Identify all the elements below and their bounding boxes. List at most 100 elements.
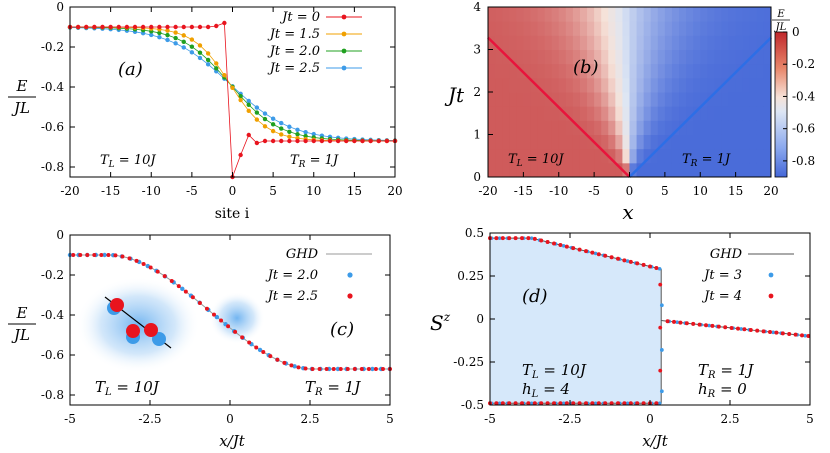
heatmap-cell <box>594 35 602 50</box>
heatmap-cell <box>650 120 659 135</box>
heatmap-cell <box>544 120 553 135</box>
data-point-jt4 <box>539 238 544 243</box>
heatmap-cell <box>558 106 567 121</box>
heatmap-cell <box>749 35 758 50</box>
data-point-jt3 <box>561 401 566 406</box>
data-point-jt25 <box>155 269 160 274</box>
heatmap-cell <box>700 7 708 22</box>
heatmap-cell <box>572 63 581 79</box>
heatmap-cell <box>608 134 616 150</box>
data-point <box>108 24 113 30</box>
x-tick-label: 0 <box>229 184 237 198</box>
data-point-jt25 <box>338 367 343 371</box>
x-tick-label: 5 <box>269 184 277 198</box>
heatmap-cell <box>735 63 744 79</box>
heatmap-cell <box>544 49 553 65</box>
heatmap-cell <box>594 148 602 164</box>
heatmap-cell <box>742 106 751 121</box>
heatmap-cell <box>622 106 630 121</box>
data-point <box>287 138 292 144</box>
data-point-jt4 <box>603 253 608 258</box>
data-point-jt4 <box>513 236 518 241</box>
heatmap-cell <box>714 134 722 150</box>
data-point-jump <box>659 348 664 352</box>
panel-b-annot-left: TL = 10J <box>508 152 564 169</box>
y-tick-label: 0 <box>56 0 64 14</box>
panel-d-annot-right-2: hR = 0 <box>698 380 747 400</box>
heatmap-cell <box>763 49 772 65</box>
heatmap-cell <box>495 92 503 107</box>
data-point <box>254 117 260 122</box>
heatmap-cell <box>551 35 560 50</box>
data-point <box>352 138 357 144</box>
data-point <box>254 140 260 146</box>
data-point <box>344 138 349 144</box>
heatmap-cell <box>537 92 546 107</box>
heatmap-cell <box>742 63 751 79</box>
heatmap-cell <box>700 120 708 135</box>
heatmap-cell <box>495 77 503 93</box>
data-point <box>279 120 284 126</box>
x-tick-label: -10 <box>142 184 161 198</box>
data-point-jt4 <box>494 401 499 406</box>
heatmap-cell <box>707 120 715 135</box>
heatmap-cell <box>565 134 574 150</box>
data-point <box>149 24 154 30</box>
data-point-jt25 <box>148 265 153 270</box>
data-point-jt25 <box>120 254 125 259</box>
data-point-jt25 <box>226 324 231 329</box>
heatmap-cell <box>579 134 588 150</box>
heatmap-cell <box>608 49 616 65</box>
heatmap-cell <box>629 120 638 135</box>
heatmap-cell <box>622 7 630 22</box>
x-tick-label: -5 <box>588 184 600 198</box>
heatmap-cell <box>509 35 517 50</box>
heatmap-cell <box>516 21 524 36</box>
heatmap-cell <box>721 162 730 178</box>
data-point-jump <box>658 325 663 330</box>
panel-b-ylabel: Jt <box>444 83 465 107</box>
heatmap-cell <box>728 49 737 65</box>
x-tick-label: -15 <box>514 184 533 198</box>
heatmap-cell <box>735 134 744 150</box>
heatmap-cell <box>643 77 652 93</box>
heatmap-cell <box>700 134 708 150</box>
panel-b-label: (b) <box>573 57 599 78</box>
data-point-jt3 <box>657 401 662 406</box>
data-point-jt25 <box>282 360 287 365</box>
heatmap-cell <box>615 63 623 79</box>
panel-d-xlabel: x/Jt <box>642 432 669 450</box>
heatmap-cell <box>601 35 609 50</box>
heatmap-cell <box>572 92 581 107</box>
heatmap-cell <box>657 106 666 121</box>
data-point-jt4 <box>571 246 576 251</box>
data-point-jt4 <box>596 401 601 406</box>
heatmap-cell <box>594 7 602 22</box>
data-point-jt4 <box>558 401 563 406</box>
heatmap-cell <box>579 7 588 22</box>
heatmap-cell <box>594 77 602 93</box>
heatmap-cell <box>579 106 588 121</box>
data-point-jt4 <box>723 325 728 330</box>
heatmap-cell <box>622 162 630 178</box>
heatmap-cell <box>636 49 645 65</box>
data-point-jt25 <box>352 367 357 371</box>
heatmap-cell <box>608 21 616 36</box>
data-point-jt3 <box>625 401 630 406</box>
legend-marker <box>341 48 347 54</box>
heatmap-cell <box>707 134 715 150</box>
data-point-jt4 <box>787 332 792 337</box>
data-point-jt25 <box>240 335 245 340</box>
heatmap-cell <box>488 120 496 135</box>
heatmap-cell <box>622 21 630 36</box>
data-point-jt3 <box>803 333 807 338</box>
heatmap-cell <box>636 63 645 79</box>
heatmap-cell <box>756 106 765 121</box>
heatmap-cell <box>495 162 503 178</box>
panel-d-marks <box>488 236 811 406</box>
heatmap-cell <box>671 148 680 164</box>
data-point <box>246 132 251 138</box>
y-tick-label: 3 <box>473 43 481 57</box>
